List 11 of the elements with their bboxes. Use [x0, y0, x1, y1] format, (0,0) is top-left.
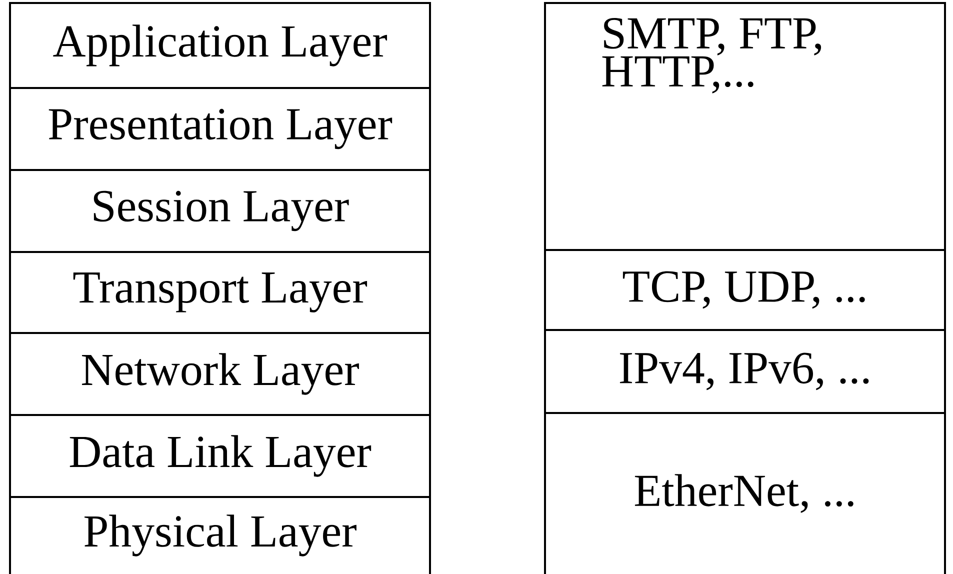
layer-box: Session Layer	[9, 168, 431, 253]
layer-box: SMTP, FTP, HTTP,...	[544, 2, 946, 251]
layer-box: Transport Layer	[9, 250, 431, 334]
layer-box: EtherNet, ...	[544, 412, 946, 574]
layer-box: Data Link Layer	[9, 414, 431, 498]
layer-box: TCP, UDP, ...	[544, 248, 946, 331]
layer-box: Application Layer	[9, 2, 431, 89]
layer-box: Network Layer	[9, 332, 431, 416]
layer-box: Presentation Layer	[9, 86, 431, 171]
layer-box: Physical Layer	[9, 496, 431, 574]
layer-box: IPv4, IPv6, ...	[544, 328, 946, 414]
